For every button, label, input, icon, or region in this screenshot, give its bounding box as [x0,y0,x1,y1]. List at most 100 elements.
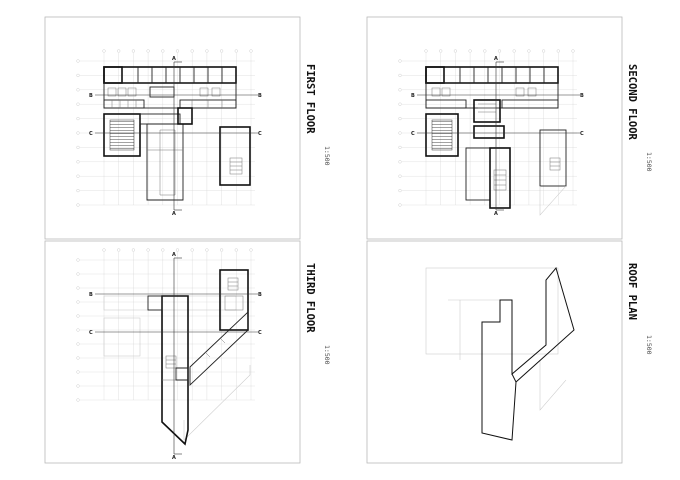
grid-bubble [76,203,80,207]
grid-bubble [175,248,180,252]
grid-bubble [161,49,165,53]
grid-bubble [76,272,80,276]
panel-title: SECOND FLOOR [626,64,638,141]
grid-lines [76,248,255,402]
grid-bubble [76,398,80,402]
section-mark-a-top: A [172,56,176,62]
panel-scale: 1:500 [323,345,331,365]
section-mark-b-left: B [89,292,93,298]
section-mark-a-bottom: A [494,211,498,217]
section-mark-b-right: B [580,93,584,99]
panel-roof-plan: ROOF PLAN 1:500 [366,240,653,464]
grid-bubble [398,174,402,178]
panel-first-floor: A A B B C C FIRST FLOOR 1:500 [44,16,331,240]
grid-bubble [76,314,80,318]
grid-bubble [131,248,135,252]
panel-frame [44,240,301,464]
grid-bubble [190,49,194,53]
panel-scale: 1:500 [323,146,331,166]
grid-bubble [76,59,80,63]
panel-scale: 1:500 [645,335,653,355]
grid-bubble [76,174,80,178]
north-tower [219,269,249,331]
grid-bubble [131,49,135,53]
panel-frame [44,16,301,240]
grid-bubble [424,49,428,53]
grid-bubble [571,49,575,53]
grid-bubble [76,370,80,374]
grid-bubble [76,258,80,262]
grid-bubble [398,88,402,92]
panel-title: THIRD FLOOR [304,263,316,333]
ghost-outline [425,267,567,411]
grid-bubble [76,328,80,332]
corridor-band [103,82,237,109]
grid-bubble [76,300,80,304]
grid-bubble [398,203,402,207]
grid-bubble [205,248,209,252]
corridor-band [425,82,559,123]
grid-bubble [76,131,80,135]
grid-bubble [117,248,121,252]
grid-lines [76,49,255,207]
section-mark-a-top: A [172,252,176,258]
grid-bubble [398,59,402,63]
grid-bubble [439,49,443,53]
grid-bubble [398,73,402,77]
section-marks: A A B B C C [89,56,262,217]
grid-bubble [76,160,80,164]
bridge [189,310,249,387]
grid-bubble [161,248,165,252]
section-mark-b-right: B [258,93,262,99]
auditorium [425,113,505,157]
section-mark-b-left: B [411,93,415,99]
grid-bubble [556,49,560,53]
section-marks: A A B B C C [411,56,584,217]
south-wing [465,147,511,209]
section-mark-c-right: C [258,330,262,336]
grid-bubble [512,49,516,53]
grid-bubble [76,88,80,92]
grid-bubble [76,189,80,193]
grid-bubble [76,102,80,106]
section-mark-a-bottom: A [172,455,176,461]
grid-bubble [234,248,238,252]
main-slab [147,295,189,446]
grid-bubble [76,145,80,149]
panel-third-floor: A A B B C C THIRD FLOOR 1:500 [44,240,331,464]
grid-bubble [453,49,457,53]
panel-title: ROOF PLAN [626,263,638,320]
east-block [539,129,567,216]
grid-bubble [220,49,224,53]
grid-bubble [527,49,531,53]
grid-bubble [76,356,80,360]
panel-title: FIRST FLOOR [304,64,316,134]
grid-bubble [234,49,238,53]
grid-bubble [76,342,80,346]
section-mark-c-right: C [580,131,584,137]
grid-bubble [542,49,546,53]
grid-bubble [398,117,402,121]
section-mark-b-left: B [89,93,93,99]
room-band [425,66,559,84]
grid-bubble [220,248,224,252]
grid-bubble [76,384,80,388]
grid-bubble [175,49,180,53]
grid-bubble [102,248,106,252]
grid-bubble [76,73,80,77]
grid-bubble [117,49,121,53]
grid-bubble [249,248,253,252]
grid-bubble [468,49,472,53]
east-block [219,126,251,186]
section-mark-c-left: C [411,131,415,137]
section-mark-a-bottom: A [172,211,176,217]
grid-bubble [102,49,106,53]
grid-bubble [76,286,80,290]
section-mark-a-top: A [494,56,498,62]
grid-bubble [146,49,150,53]
panel-second-floor: A A B B C C SECOND FLOOR 1:500 [366,16,653,240]
room-band [103,66,237,84]
grid-bubble [249,49,253,53]
panel-scale: 1:500 [645,152,653,172]
